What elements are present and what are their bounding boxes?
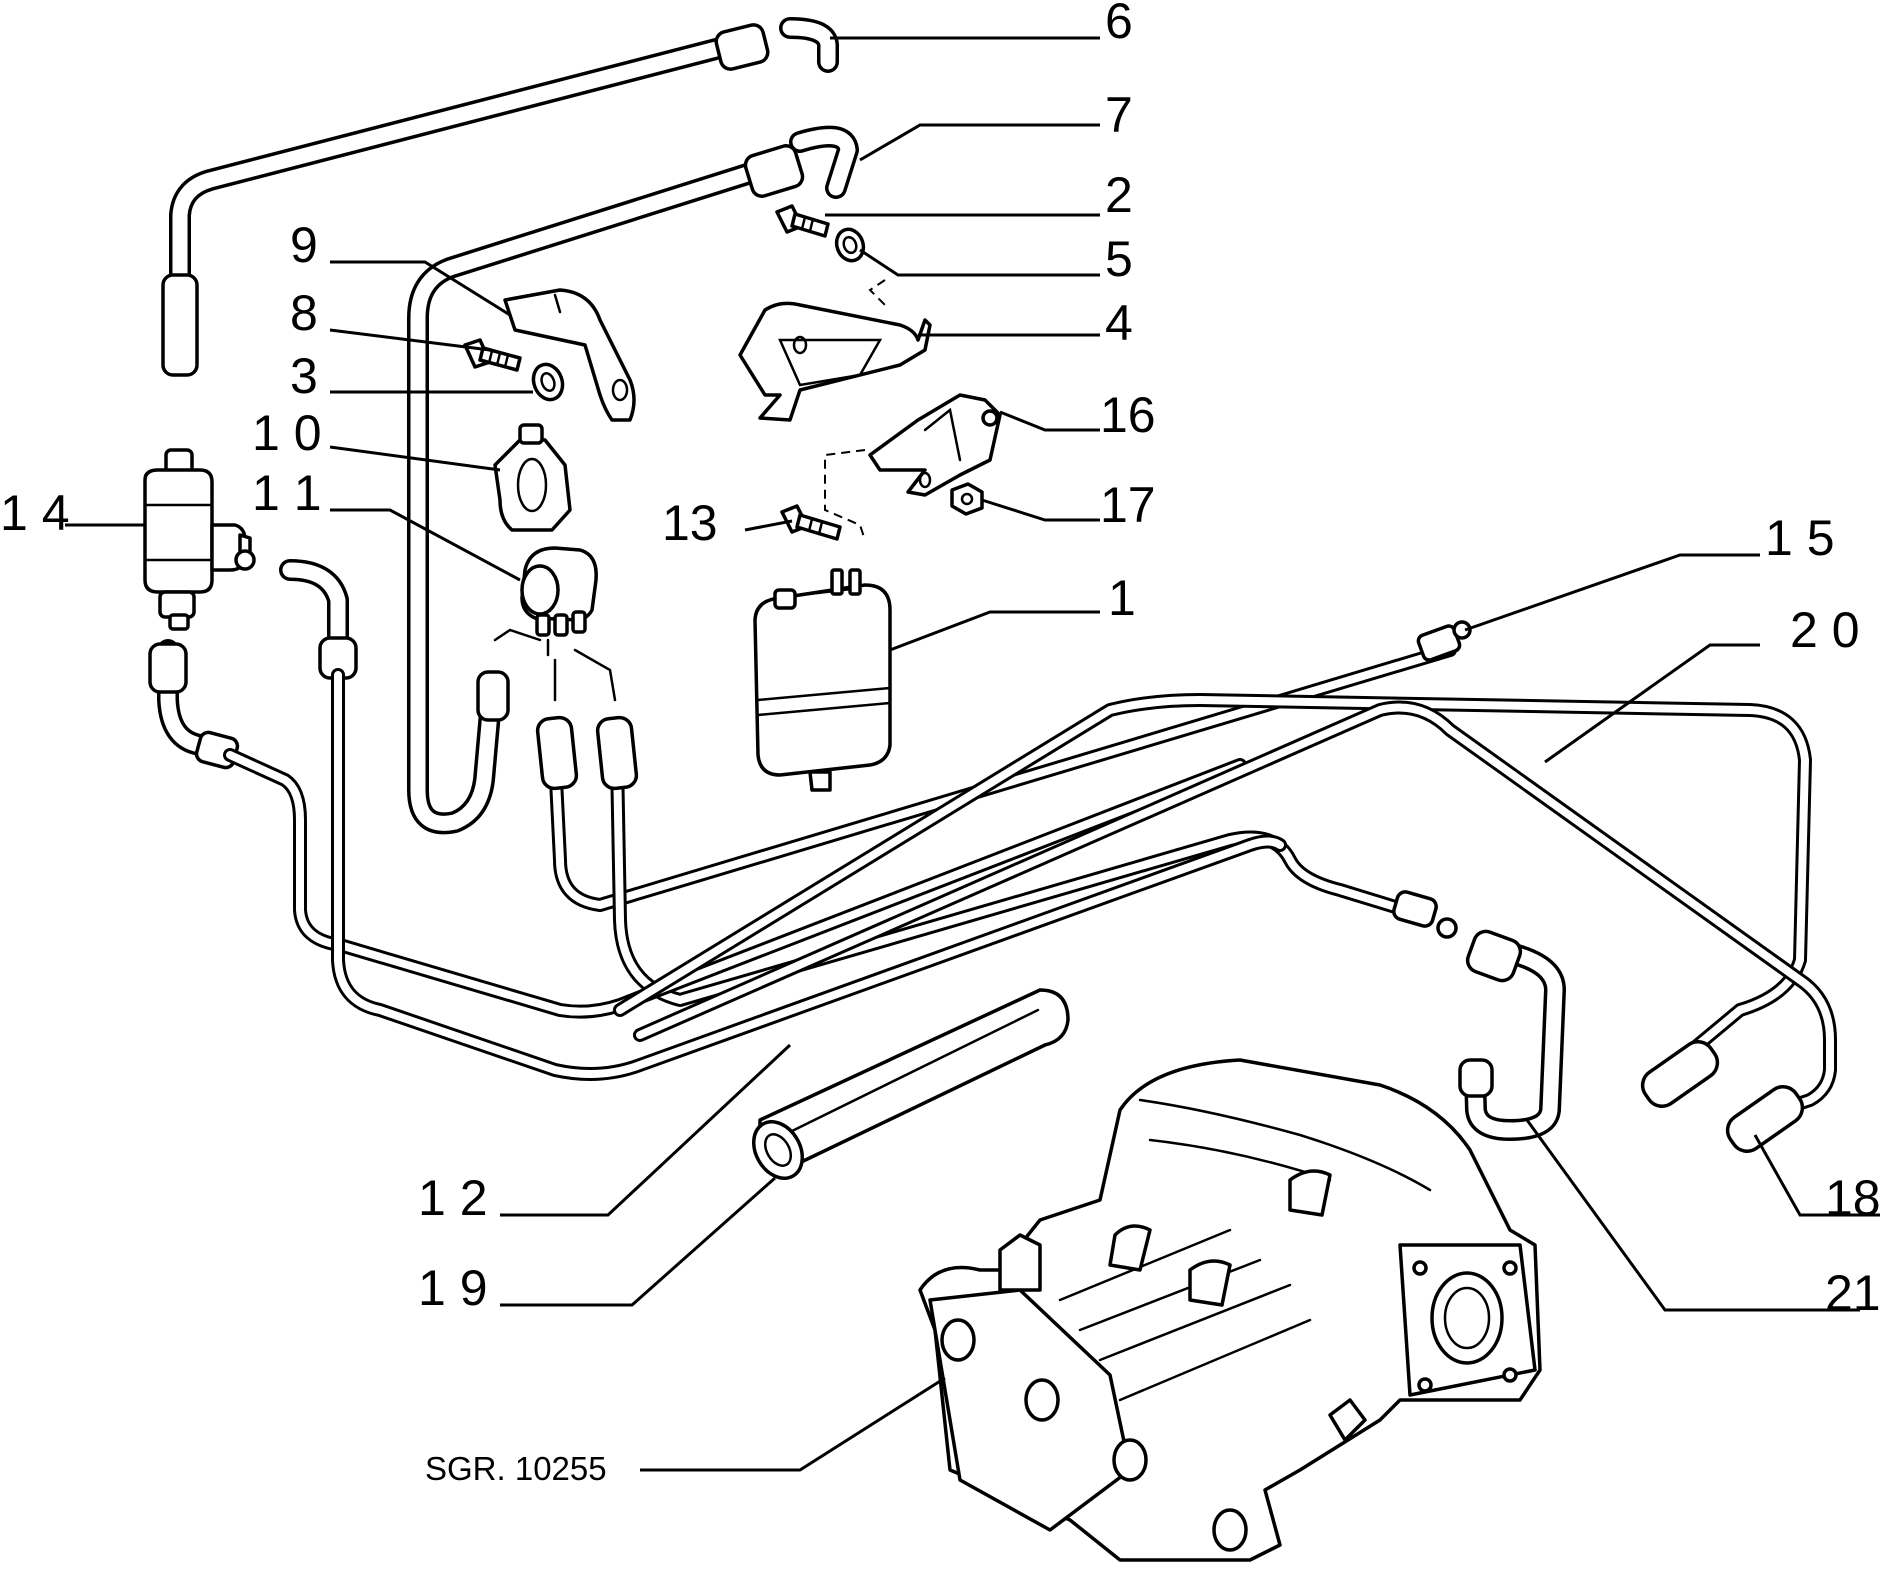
washer-5 (834, 227, 866, 263)
support-bracket-4 (738, 301, 932, 422)
callout-8: 8 (290, 285, 318, 341)
callout-3: 3 (290, 348, 318, 404)
callout-6: 6 (1105, 0, 1133, 49)
hose-6 (161, 17, 839, 377)
washer-3 (531, 362, 565, 402)
clamp-10 (493, 423, 572, 532)
pipe-left-elbow (279, 559, 1287, 1081)
callout-14: 1 4 (0, 485, 70, 541)
bracket-9 (503, 288, 636, 422)
canister-1 (753, 568, 892, 792)
dash-guide-5 (868, 279, 886, 306)
hose-7 (407, 125, 859, 835)
callout-20: 2 0 (1790, 602, 1860, 658)
drawing-reference: SGR. 10255 (425, 1450, 607, 1487)
callout-19: 1 9 (418, 1260, 488, 1316)
guide-lines-11 (493, 628, 550, 657)
callout-4: 4 (1105, 295, 1133, 351)
callout-5: 5 (1105, 231, 1133, 287)
callout-7: 7 (1105, 87, 1133, 143)
callout-12: 1 2 (418, 1170, 488, 1226)
valve-14 (143, 448, 256, 631)
guide-lines-11b (553, 648, 617, 702)
pipe-20 (613, 693, 1812, 1108)
callout-21: 21 (1825, 1265, 1881, 1321)
callout-17: 17 (1100, 477, 1156, 533)
fitting-15 (1416, 620, 1472, 662)
pipe-14 (148, 639, 1247, 1019)
callouts: 6 7 2 5 4 9 8 3 1 0 1 1 16 17 13 1 4 1 1… (0, 0, 1881, 1487)
callout-15: 1 5 (1765, 510, 1835, 566)
callout-18: 18 (1825, 1170, 1881, 1226)
callout-9: 9 (290, 217, 318, 273)
nut-17 (950, 482, 984, 516)
callout-16: 16 (1100, 387, 1156, 443)
intake-manifold (918, 1058, 1542, 1562)
hose-19 (752, 988, 1070, 1180)
hose-21 (1458, 929, 1566, 1141)
bolt-13 (780, 504, 842, 541)
bracket-16 (868, 393, 1002, 497)
callout-11: 1 1 (252, 465, 322, 521)
dash-guide-13 (824, 449, 866, 541)
leader-lines (65, 36, 1880, 1472)
bolt-8 (463, 338, 522, 372)
callout-10: 1 0 (252, 405, 322, 461)
callout-2: 2 (1105, 167, 1133, 223)
solenoid-valve-11 (520, 546, 598, 637)
callout-1: 1 (1108, 570, 1136, 626)
pipe-18 (633, 700, 1837, 1153)
bolt-2 (775, 204, 830, 238)
callout-13: 13 (662, 495, 718, 551)
pipe-11a (535, 643, 1457, 912)
